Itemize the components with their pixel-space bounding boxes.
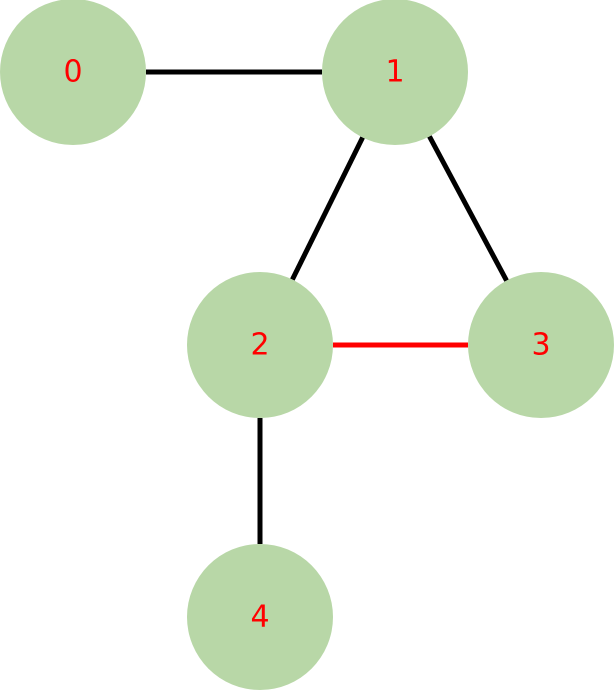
- node-circle: [322, 0, 468, 145]
- node-label: 2: [250, 328, 269, 363]
- node-1: 1: [322, 0, 468, 145]
- node-circle: [0, 0, 146, 145]
- node-label: 4: [250, 600, 269, 635]
- node-circle: [187, 272, 333, 418]
- node-2: 2: [187, 272, 333, 418]
- node-circle: [187, 544, 333, 690]
- edge-1-3: [427, 135, 509, 282]
- node-circle: [468, 272, 614, 418]
- edges-layer: [146, 69, 509, 544]
- node-4: 4: [187, 544, 333, 690]
- edge-1-2: [290, 136, 365, 281]
- node-label: 3: [531, 328, 550, 363]
- node-3: 3: [468, 272, 614, 418]
- node-0: 0: [0, 0, 146, 145]
- node-label: 1: [385, 55, 404, 90]
- node-label: 0: [63, 55, 82, 90]
